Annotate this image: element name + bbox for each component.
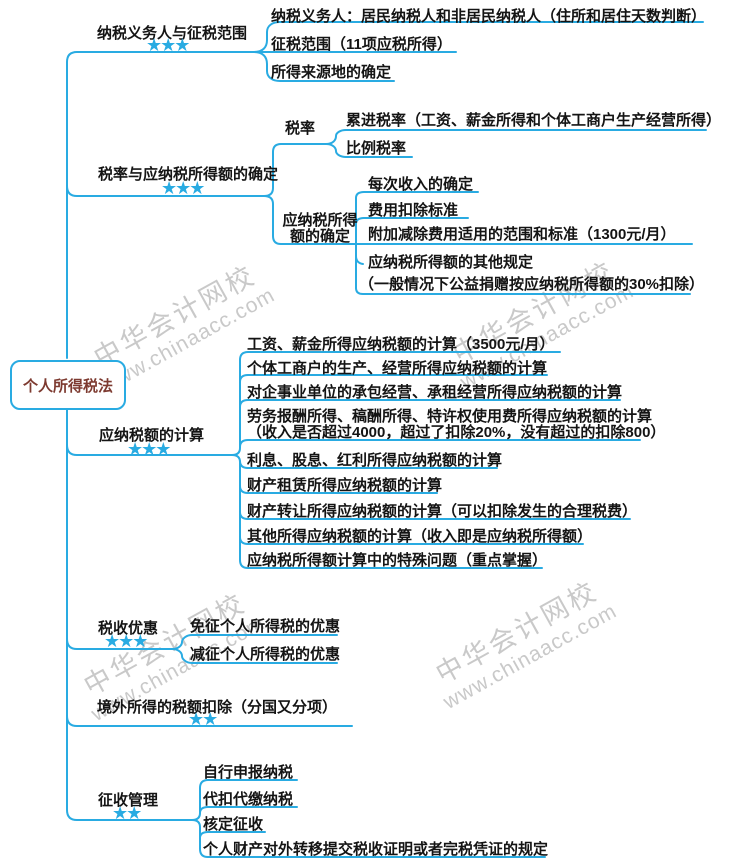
leaf-item: 比例税率 — [346, 140, 407, 157]
leaf-item: 自行申报纳税 — [203, 764, 294, 781]
branch-tax-calculation-label: 应纳税额的计算 — [99, 427, 205, 444]
leaf-item: （收入是否超过4000，超过了扣除20%，没有超过的扣除800） — [247, 424, 666, 441]
leaf-item: 征税范围（11项应税所得） — [271, 36, 452, 53]
leaf-item: 减征个人所得税的优惠 — [190, 646, 341, 663]
subnode-tax-rate: 税率 — [285, 120, 316, 137]
star-rating: ★★ — [112, 803, 142, 823]
leaf-item: 附加减除费用适用的范围和标准（1300元/月） — [368, 226, 676, 243]
leaf-item: 财产转让所得应纳税额的计算（可以扣除发生的合理税费） — [247, 503, 638, 520]
leaf-item: 累进税率（工资、薪金所得和个体工商户生产经营所得） — [346, 112, 722, 129]
leaf-item: 免征个人所得税的优惠 — [190, 618, 341, 635]
leaf-item: 个人财产对外转移提交税收证明或者完税凭证的规定 — [203, 841, 549, 858]
star-rating: ★★★ — [104, 631, 148, 651]
leaf-item: 个体工商户的生产、经营所得应纳税额的计算 — [247, 360, 548, 377]
leaf-item: 应纳税所得额计算中的特殊问题（重点掌握） — [247, 552, 548, 569]
subnode-taxable-income: 应纳税所得额的确定 — [282, 212, 358, 245]
leaf-item: 核定征收 — [203, 816, 264, 833]
root-node: 个人所得税法 — [10, 360, 126, 410]
leaf-item: 每次收入的确定 — [368, 176, 474, 193]
branch-tax-rate-label: 税率与应纳税所得额的确定 — [98, 166, 279, 183]
star-rating: ★★★ — [127, 439, 171, 459]
leaf-item: 代扣代缴纳税 — [203, 791, 294, 808]
branch-foreign-income-label: 境外所得的税额扣除（分国又分项） — [97, 699, 338, 716]
leaf-item: 所得来源地的确定 — [271, 64, 392, 81]
branch-tax-incentives-label: 税收优惠 — [98, 620, 159, 637]
root-label: 个人所得税法 — [22, 377, 113, 395]
star-rating: ★★★ — [161, 178, 205, 198]
branch-collection-admin-label: 征收管理 — [98, 792, 159, 809]
leaf-item: （一般情况下公益捐赠按应纳税所得额的30%扣除） — [359, 276, 705, 293]
leaf-item: 劳务报酬所得、稿酬所得、特许权使用费所得应纳税额的计算 — [247, 408, 653, 425]
leaf-item: 其他所得应纳税额的计算（收入即是应纳税所得额） — [247, 528, 593, 545]
star-rating: ★★ — [188, 709, 218, 729]
leaf-item: 纳税义务人：居民纳税人和非居民纳税人（住所和居住天数判断） — [271, 8, 707, 25]
leaf-item: 财产租赁所得应纳税额的计算 — [247, 477, 443, 494]
branch-taxpayer-and-scope-label: 纳税义务人与征税范围 — [97, 25, 248, 42]
leaf-item: 应纳税所得额的其他规定 — [368, 254, 534, 271]
leaf-item: 对企事业单位的承包经营、承租经营所得应纳税额的计算 — [247, 384, 623, 401]
star-rating: ★★★ — [146, 35, 190, 55]
leaf-item: 工资、薪金所得应纳税额的计算（3500元/月） — [247, 336, 555, 353]
leaf-item: 费用扣除标准 — [368, 202, 459, 219]
leaf-item: 利息、股息、红利所得应纳税额的计算 — [247, 452, 503, 469]
